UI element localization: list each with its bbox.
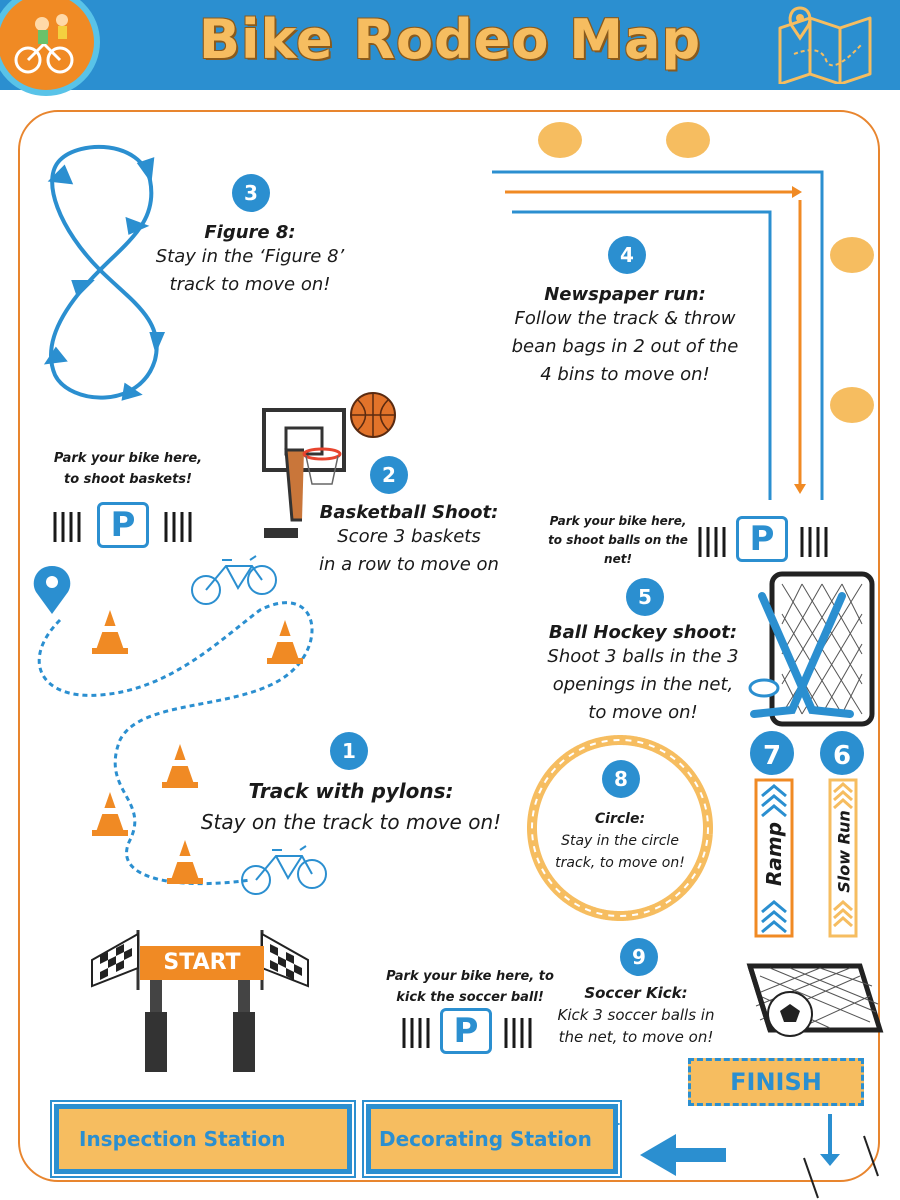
station-number-1: 1: [330, 732, 368, 770]
checkered-flag-icon: [91, 932, 139, 988]
start-sign: START: [140, 946, 264, 980]
decorating-station-label: Decorating Station: [379, 1127, 592, 1151]
ramp-lane: [754, 778, 794, 938]
station-number-4: 4: [608, 236, 646, 274]
station-text: Shoot 3 balls in the 3: [547, 646, 739, 667]
header-bar: Bike Rodeo Map: [0, 0, 900, 96]
station-figure-8: Figure 8: Stay in the ‘Figure 8’ track t…: [140, 222, 360, 299]
station-text: openings in the net,: [552, 674, 734, 695]
parking-note-line: Park your bike here,: [549, 514, 687, 528]
parking-note-line: to shoot balls on the: [548, 533, 688, 547]
inspection-station-label: Inspection Station: [79, 1127, 286, 1151]
parking-sign: P: [440, 1008, 492, 1054]
parking-note-line: net!: [604, 552, 632, 566]
parking-sign: P: [736, 516, 788, 562]
hockey-net-icon: [748, 571, 875, 727]
station-text: Follow the track & throw: [514, 308, 736, 329]
inspection-station-box: Inspection Station: [50, 1100, 356, 1178]
arrow-left-icon: [640, 1134, 726, 1176]
station-title: Circle:: [594, 811, 646, 827]
slow-run-label: Slow Run: [834, 810, 854, 893]
station-text: track, to move on!: [555, 855, 685, 871]
station-number-6: 6: [817, 728, 867, 778]
traffic-cone-icon: [162, 744, 198, 788]
station-number-5: 5: [626, 578, 664, 616]
finish-sign: FINISH: [688, 1058, 864, 1106]
newspaper-run-track: [492, 170, 824, 500]
figure-eight-track: [43, 144, 166, 401]
folded-map-icon: [770, 4, 880, 88]
traffic-cone-icon: [167, 840, 203, 884]
station-text: the net, to move on!: [558, 1028, 714, 1046]
parking-note-basketball: Park your bike here, to shoot baskets!: [30, 448, 226, 490]
station-text: Score 3 baskets: [337, 526, 481, 547]
kids-on-bikes-icon: [0, 0, 100, 96]
station-text: Kick 3 soccer balls in: [557, 1006, 715, 1024]
station-number-7: 7: [747, 728, 797, 778]
page-title: Bike Rodeo Map: [198, 8, 702, 71]
station-title: Newspaper run:: [544, 284, 706, 305]
station-title: Soccer Kick:: [584, 984, 688, 1002]
station-newspaper-run: Newspaper run: Follow the track & throw …: [494, 284, 756, 389]
station-circle: Circle: Stay in the circle track, to mov…: [540, 808, 700, 874]
parking-sign: P: [97, 502, 149, 548]
station-text: Stay in the circle: [561, 833, 679, 849]
parking-note-line: to shoot baskets!: [64, 472, 192, 487]
basketball-hoop-icon: [262, 408, 346, 538]
parking-note-line: Park your bike here,: [53, 451, 203, 466]
slow-run-lane: [828, 778, 858, 938]
station-ball-hockey: Ball Hockey shoot: Shoot 3 balls in the …: [528, 622, 758, 727]
parking-note-line: Park your bike here, to: [386, 969, 554, 984]
map-frame: [18, 110, 880, 1182]
decorating-station-box: Decorating Station: [362, 1100, 622, 1178]
parking-note-line: kick the soccer ball!: [396, 990, 544, 1005]
station-title: Ball Hockey shoot:: [548, 622, 738, 643]
station-text: Stay on the track to move on!: [200, 810, 502, 834]
basketball-icon: [350, 392, 396, 438]
station-text: 4 bins to move on!: [540, 364, 710, 385]
station-number-8: 8: [602, 760, 640, 798]
parking-bars: [53, 512, 828, 1048]
station-title: Figure 8:: [204, 222, 296, 243]
station-basketball-shoot: Basketball Shoot: Score 3 baskets in a r…: [296, 502, 522, 579]
ramp-label: Ramp: [762, 821, 786, 887]
exit-lines: [803, 1135, 879, 1199]
traffic-cone-icon: [267, 620, 303, 664]
station-text: bean bags in 2 out of the: [511, 336, 739, 357]
pylon-track: [37, 601, 314, 886]
parking-note-hockey: Park your bike here, to shoot balls on t…: [534, 512, 702, 569]
station-track-with-pylons: Track with pylons: Stay on the track to …: [186, 776, 516, 838]
map-pin-icon: [33, 566, 71, 614]
station-number-2: 2: [370, 456, 408, 494]
station-title: Basketball Shoot:: [319, 502, 499, 523]
checkered-flag-icon: [261, 932, 309, 988]
arrow-down-icon: [820, 1114, 840, 1166]
station-number-3: 3: [232, 174, 270, 212]
soccer-ball-icon: [767, 991, 813, 1037]
bicycle-icon: [241, 845, 327, 895]
station-soccer-kick: Soccer Kick: Kick 3 soccer balls in the …: [546, 982, 726, 1048]
station-text: to move on!: [588, 702, 698, 723]
station-number-9: 9: [620, 938, 658, 976]
bean-bag-bins: [538, 122, 874, 423]
bicycle-icon: [191, 555, 277, 605]
traffic-cone-icon: [92, 792, 128, 836]
station-title: Track with pylons:: [248, 779, 454, 803]
parking-note-soccer: Park your bike here, to kick the soccer …: [380, 966, 560, 1008]
station-text: in a row to move on: [319, 554, 499, 575]
traffic-cone-icon: [92, 610, 128, 654]
station-text: Stay in the ‘Figure 8’: [155, 246, 345, 267]
station-text: track to move on!: [169, 274, 331, 295]
